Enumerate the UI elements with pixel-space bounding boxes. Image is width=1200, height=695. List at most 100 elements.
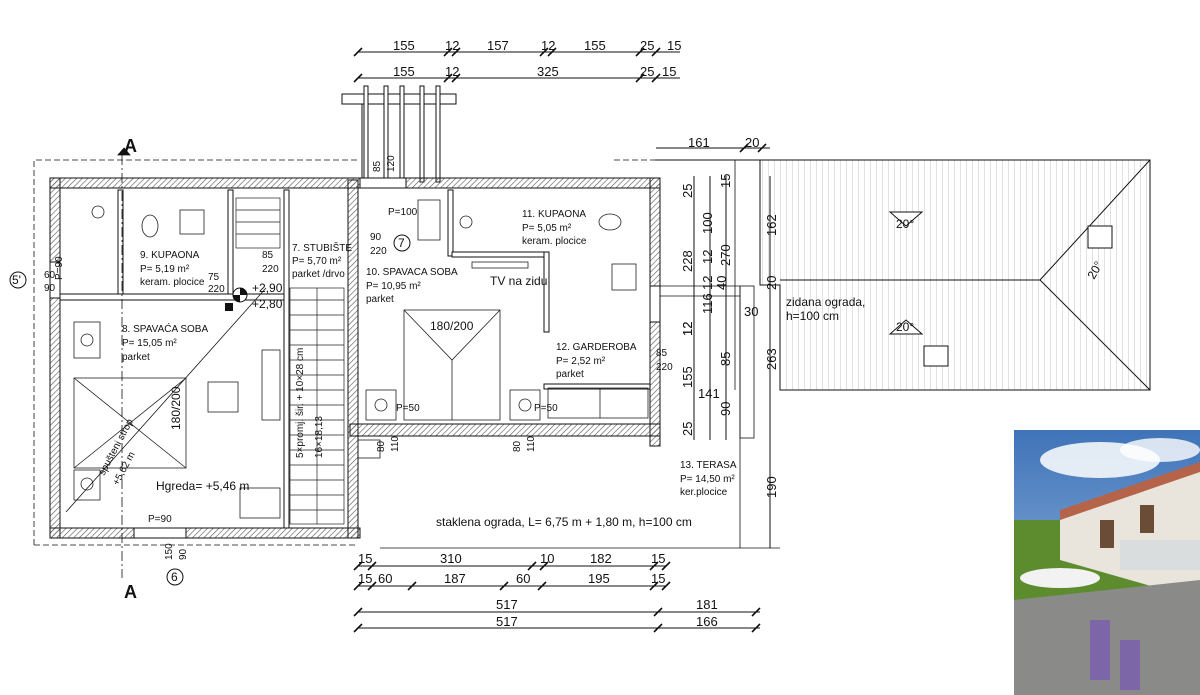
dim-label: 263 bbox=[764, 348, 779, 370]
dim-label: 25 bbox=[640, 64, 654, 79]
level-label: +2,80 bbox=[252, 297, 283, 311]
roof-slope-label: 20° bbox=[896, 320, 914, 334]
room-area: P= 5,70 m² bbox=[292, 256, 342, 267]
dim-label: 120 bbox=[386, 155, 397, 172]
dim-label: 10 bbox=[540, 551, 554, 566]
dim-label: 15 bbox=[651, 571, 665, 586]
dim-label: 517 bbox=[496, 614, 518, 629]
room-floor: parket bbox=[122, 352, 150, 363]
level-label: +2,90 bbox=[252, 281, 283, 295]
room-area: P= 5,19 m² bbox=[140, 264, 190, 275]
axis-circle-label: 5' bbox=[12, 273, 21, 287]
room-name: 7. STUBIŠTE bbox=[292, 241, 352, 254]
roof-top-dims bbox=[656, 143, 770, 153]
room-name: 8. SPAVAĆA SOBA bbox=[122, 322, 208, 335]
room-terasa: 13. TERASA P= 14,50 m² ker.plocice bbox=[680, 460, 737, 498]
beam-label: Hgreda= +5,46 m bbox=[156, 479, 249, 493]
dim-label: 325 bbox=[537, 64, 559, 79]
dim-label: 30 bbox=[744, 304, 758, 319]
dim-label: 12 bbox=[700, 276, 715, 290]
section-mark: A bbox=[124, 136, 137, 156]
fence-label: h=100 cm bbox=[786, 309, 839, 323]
bottom-dims-row2-labels: 15 60 187 60 195 15 bbox=[358, 571, 665, 586]
staircase bbox=[235, 197, 345, 525]
dim-label: 25 bbox=[640, 38, 654, 53]
right-dims-labels: 25 100 12 228 12 40 116 12 85 155 25 90 … bbox=[680, 174, 779, 498]
window-label: P=90 bbox=[54, 256, 65, 280]
room-name: 11. KUPAONA bbox=[522, 209, 586, 220]
roof-plan: 20° 20° 20° bbox=[655, 159, 1151, 391]
bed-label: 180/200 bbox=[169, 386, 183, 430]
building-render-photo bbox=[1014, 430, 1200, 695]
terrace-outline bbox=[358, 285, 780, 549]
dim-label: 220 bbox=[656, 362, 673, 373]
bottom-dims-row4-labels: 517 166 bbox=[496, 614, 718, 629]
room-spavaca-10: 10. SPAVACA SOBA P= 10,95 m² parket bbox=[366, 267, 458, 305]
dim-label: 195 bbox=[588, 571, 610, 586]
dim-label: 12 bbox=[445, 38, 459, 53]
dim-label: 517 bbox=[496, 597, 518, 612]
dim-label: 85 bbox=[262, 250, 274, 261]
dim-label: 228 bbox=[680, 250, 695, 272]
dim-label: 190 bbox=[764, 476, 779, 498]
room-floor: parket bbox=[366, 294, 394, 305]
dim-label: 182 bbox=[590, 551, 612, 566]
dim-label: 80 bbox=[512, 440, 523, 452]
dim-label: 90 bbox=[370, 232, 382, 243]
window-label: P=50 bbox=[534, 403, 558, 414]
section-mark: A bbox=[124, 582, 137, 602]
dim-label: 80 bbox=[376, 440, 387, 452]
dim-label: 155 bbox=[680, 366, 695, 388]
dim-label: 25 bbox=[680, 422, 695, 436]
dim-label: 15 bbox=[667, 38, 681, 53]
level-marker-icon bbox=[225, 287, 248, 311]
room-name: 12. GARDEROBA bbox=[556, 342, 637, 353]
bottom-dimension-lines bbox=[353, 561, 761, 633]
dim-label: 85 bbox=[372, 160, 383, 172]
dim-label: 85 bbox=[656, 348, 668, 359]
window-label: P=50 bbox=[396, 403, 420, 414]
dim-label: 20 bbox=[764, 276, 779, 290]
axis-circles bbox=[9, 234, 411, 586]
room-kupaona-11: 11. KUPAONA P= 5,05 m² keram. plocice bbox=[522, 209, 587, 247]
dim-label: 310 bbox=[440, 551, 462, 566]
dim-label: 15 bbox=[662, 64, 676, 79]
dim-label: 157 bbox=[487, 38, 509, 53]
dim-label: 90 bbox=[178, 548, 189, 560]
axis-circle-label: 6 bbox=[171, 570, 178, 584]
top-dims-row2-labels: 155 12 325 25 15 bbox=[393, 64, 676, 79]
dim-label: 220 bbox=[208, 284, 225, 295]
dim-label: 12 bbox=[680, 322, 695, 336]
room-floor: parket bbox=[556, 369, 584, 380]
dim-label: 166 bbox=[696, 614, 718, 629]
room-floor: keram. plocice bbox=[140, 277, 205, 288]
dim-label: 220 bbox=[262, 264, 279, 275]
room-floor: ker.plocice bbox=[680, 487, 728, 498]
building-walls bbox=[49, 177, 661, 539]
dim-label: 141 bbox=[698, 386, 720, 401]
dim-label: 60 bbox=[516, 571, 530, 586]
dim-label: 270 bbox=[718, 244, 733, 266]
room-area: P= 5,05 m² bbox=[522, 223, 572, 234]
dim-label: 75 bbox=[208, 272, 220, 283]
section-lines bbox=[65, 147, 267, 578]
dim-label: 15 bbox=[651, 551, 665, 566]
dim-label: 220 bbox=[370, 246, 387, 257]
dim-label: 12 bbox=[541, 38, 555, 53]
roof-slope-label: 20° bbox=[896, 217, 914, 231]
dim-label: 187 bbox=[444, 571, 466, 586]
axis-circle-label: 7 bbox=[398, 236, 405, 250]
dim-label: 150 bbox=[164, 543, 175, 560]
dim-label: 110 bbox=[526, 436, 537, 452]
bottom-dims-row1-labels: 15 310 10 182 15 bbox=[358, 551, 665, 566]
bed-label: 180/200 bbox=[430, 319, 474, 333]
room-area: P= 2,52 m² bbox=[556, 356, 606, 367]
outer-dashed-boundary bbox=[33, 159, 655, 546]
top-dimension-lines bbox=[353, 47, 680, 83]
furniture bbox=[73, 199, 649, 519]
fence-label: zidana ograda, bbox=[786, 295, 865, 309]
right-dimension-lines bbox=[693, 176, 771, 548]
room-stubiste: 7. STUBIŠTE P= 5,70 m² parket /drvo bbox=[292, 241, 352, 280]
dim-label: 155 bbox=[393, 38, 415, 53]
